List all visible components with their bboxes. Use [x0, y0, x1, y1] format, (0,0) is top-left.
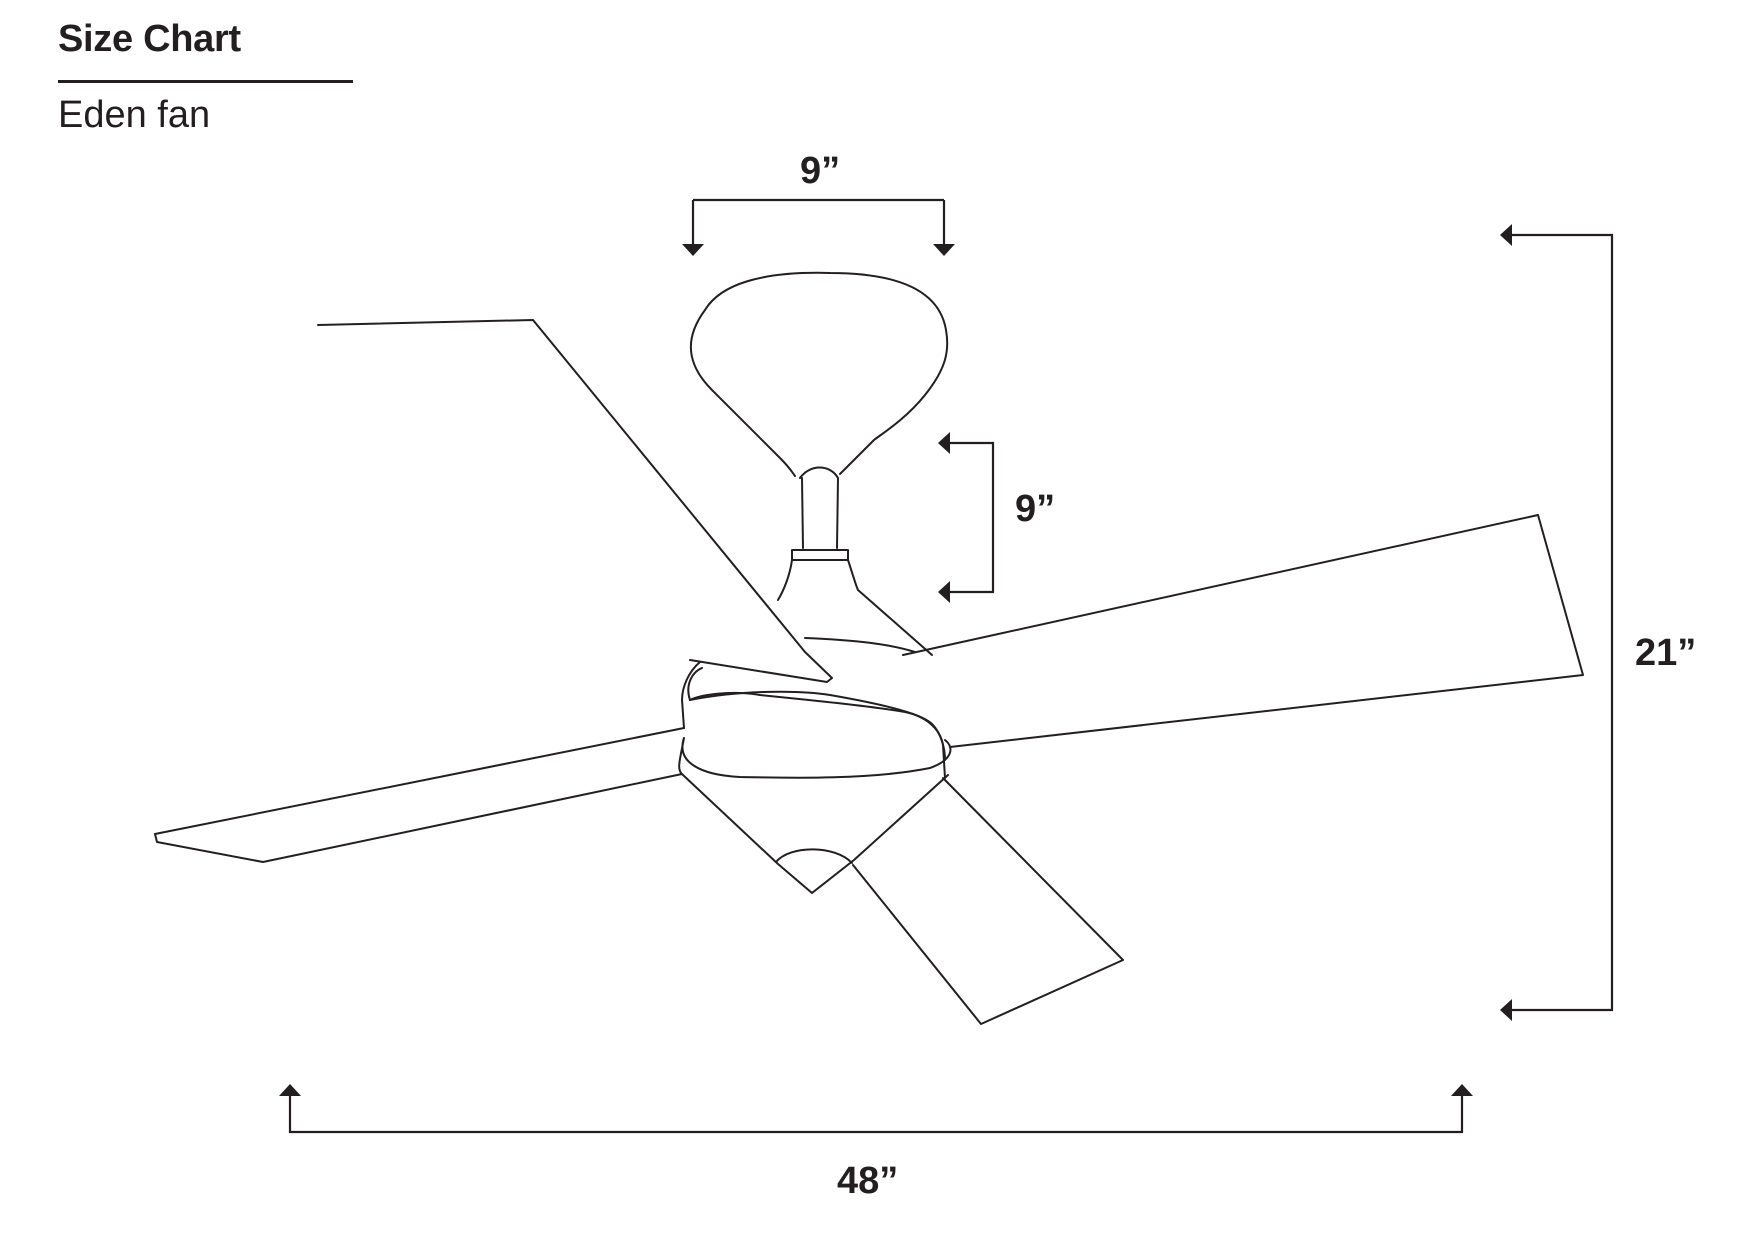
downrod-height-arrow-top	[938, 432, 950, 454]
product-name: Eden fan	[58, 94, 211, 136]
motor-body	[689, 690, 946, 761]
downrod-height-arrow-bottom	[938, 581, 950, 603]
blade-span-line	[288, 1094, 1464, 1134]
downrod-height-label: 9”	[1015, 488, 1056, 530]
blade-span-label: 48”	[837, 1160, 899, 1202]
motor-neck	[777, 559, 933, 656]
canopy-width-label: 9”	[800, 150, 841, 192]
light-kit-bowl	[678, 737, 952, 894]
blade-span-arrow-left	[279, 1084, 301, 1096]
motor-top	[681, 637, 916, 729]
title-underline	[58, 80, 353, 83]
total-height-arrow-top	[1500, 224, 1512, 246]
canopy-width-arrow-right	[933, 244, 955, 256]
light-kit-finial	[775, 848, 853, 864]
downrod-height-line	[948, 441, 995, 594]
motor-band	[689, 691, 946, 779]
blade-right	[902, 514, 1584, 748]
canopy-width-line	[691, 198, 946, 250]
total-height-line	[1510, 233, 1614, 1012]
total-height-arrow-bottom	[1500, 999, 1512, 1021]
blade-top-left	[317, 319, 833, 683]
downrod	[799, 466, 839, 549]
page-title: Size Chart	[58, 18, 241, 60]
blade-span-arrow-right	[1451, 1084, 1473, 1096]
downrod-collar	[791, 549, 849, 561]
blade-bottom	[852, 777, 1124, 1025]
total-height-label: 21”	[1635, 632, 1697, 674]
blade-left	[154, 727, 685, 863]
canopy	[689, 271, 949, 477]
canopy-width-arrow-left	[682, 244, 704, 256]
